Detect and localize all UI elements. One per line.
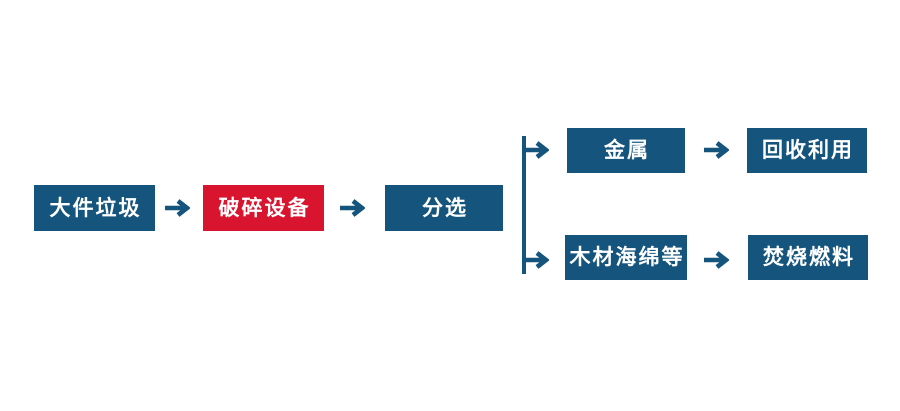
node-crushing-equipment: 破碎设备 — [203, 185, 324, 231]
node-wood-sponge-etc-label: 木材海绵等 — [569, 245, 685, 269]
node-sorting-label: 分选 — [422, 195, 468, 220]
node-incineration-fuel-label: 焚烧燃料 — [763, 245, 855, 269]
node-wood-sponge-etc: 木材海绵等 — [565, 235, 687, 280]
node-bulky-waste-label: 大件垃圾 — [49, 195, 142, 220]
node-incineration-fuel: 焚烧燃料 — [748, 235, 868, 280]
arrow-right-icon — [704, 251, 729, 269]
arrow-right-icon — [165, 199, 190, 217]
branch-arrow-top-icon — [525, 141, 549, 159]
branch-connector-line — [522, 136, 526, 274]
node-crushing-equipment-label: 破碎设备 — [218, 195, 311, 220]
node-recycling: 回收利用 — [747, 128, 867, 173]
node-sorting: 分选 — [385, 185, 503, 231]
node-bulky-waste: 大件垃圾 — [34, 185, 155, 231]
node-metal: 金属 — [567, 128, 685, 173]
branch-arrow-bottom-icon — [525, 251, 549, 269]
arrow-right-icon — [704, 141, 729, 159]
node-recycling-label: 回收利用 — [762, 138, 854, 162]
node-metal-label: 金属 — [604, 138, 650, 162]
arrow-right-icon — [340, 199, 365, 217]
